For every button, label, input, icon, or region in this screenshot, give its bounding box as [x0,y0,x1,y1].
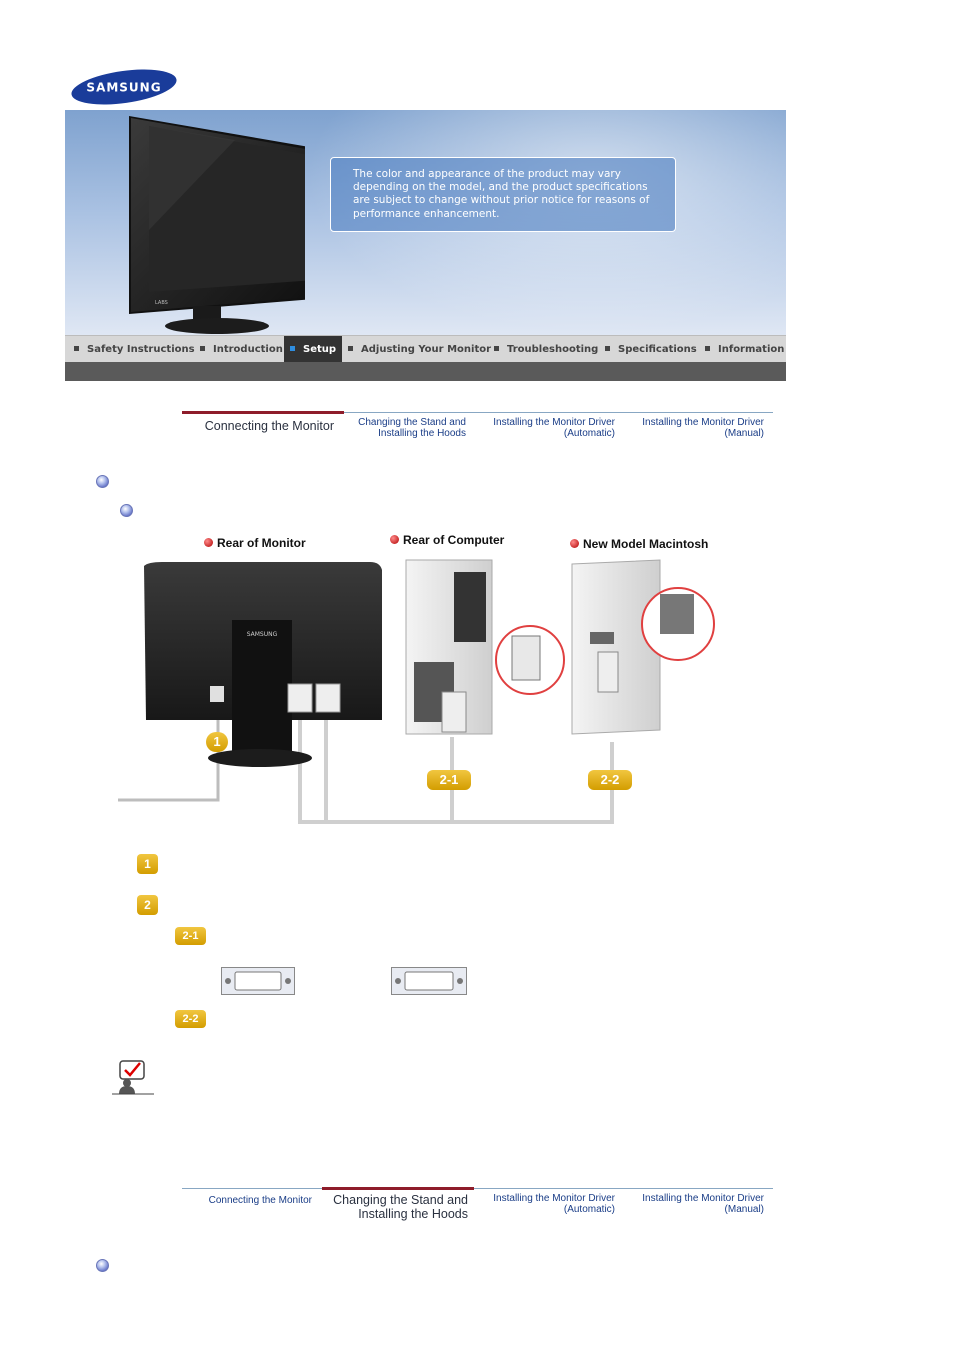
label-rear-of-computer: Rear of Computer [390,533,504,547]
nav-label: Specifications [618,344,697,355]
red-dot-icon [204,538,213,548]
label-rear-of-monitor: Rear of Monitor [204,536,306,550]
nav-information[interactable]: Information [705,336,784,363]
tab-line: Installing the Hoods [378,428,466,439]
tab-line: (Automatic) [563,1204,615,1215]
subsection-bullet-icon [120,504,133,517]
square-bullet-icon [705,345,710,351]
connection-diagram: SAMSUNG [118,559,715,824]
section-bullet-icon [96,475,109,488]
square-bullet-icon [494,345,499,351]
diagram-badge-1: 1 [206,732,228,752]
tab-connecting-monitor[interactable]: Connecting the Monitor [208,1195,312,1206]
samsung-logo: SAMSUNG [71,69,177,105]
tab-line: (Automatic) [563,428,615,439]
tab-line: (Manual) [724,428,764,439]
tab-line: (Manual) [724,1204,764,1215]
nav-label: Safety Instructions [87,344,195,355]
tab-line: Installing the Hoods [358,1207,468,1221]
step-badge-2-1: 2-1 [175,927,206,945]
nav-introduction[interactable]: Introduction [200,336,283,363]
step-badge-1: 1 [137,854,158,874]
tab-line: Changing the Stand and [358,417,466,428]
tab-line: Installing the Monitor Driver [642,1193,764,1204]
main-nav: Safety Instructions Introduction Setup A… [65,335,786,363]
nav-specifications[interactable]: Specifications [605,336,697,363]
nav-adjusting-your-monitor[interactable]: Adjusting Your Monitor [348,336,491,363]
dvi-connector-icon [391,967,467,995]
square-bullet-icon [200,345,205,351]
tab-line: Changing the Stand and [333,1193,468,1207]
step-badge-2-2: 2-2 [175,1010,206,1028]
logo-text: SAMSUNG [86,81,161,95]
nav-troubleshooting[interactable]: Troubleshooting [494,336,598,363]
notice-box: The color and appearance of the product … [330,157,676,232]
nav-label: Setup [303,344,337,355]
nav-label: Information [718,344,785,355]
square-bullet-icon [348,345,353,351]
red-dot-icon [390,535,399,545]
nav-label: Troubleshooting [507,344,599,355]
diagram-badge-2-1: 2-1 [427,770,471,790]
square-bullet-icon [74,345,79,351]
red-dot-icon [570,539,579,549]
diagram-badge-2-2: 2-2 [588,770,632,790]
tab-driver-automatic[interactable]: Installing the Monitor Driver (Automatic… [474,417,615,439]
nav-label: Adjusting Your Monitor [361,344,492,355]
section-bullet-icon [96,1259,109,1272]
stand-brand: SAMSUNG [247,631,278,638]
tab-driver-automatic[interactable]: Installing the Monitor Driver (Automatic… [474,1193,615,1215]
step-badge-2: 2 [137,895,158,915]
sub-tabs-bottom: Connecting the Monitor Changing the Stan… [182,1187,773,1228]
tab-changing-stand[interactable]: Changing the Stand and Installing the Ho… [344,417,466,439]
dvi-connector-icon [221,967,295,995]
nav-sub-bar [65,362,786,381]
nav-label: Introduction [213,344,283,355]
sub-tabs-top: Connecting the Monitor Changing the Stan… [182,411,773,452]
nav-safety-instructions[interactable]: Safety Instructions [74,336,195,363]
tab-line: Installing the Monitor Driver [642,417,764,428]
tab-driver-manual[interactable]: Installing the Monitor Driver (Manual) [623,1193,764,1215]
notice-text: The color and appearance of the product … [353,168,650,220]
tab-connecting-monitor[interactable]: Connecting the Monitor [204,419,334,433]
label-new-model-macintosh: New Model Macintosh [570,537,708,551]
monitor-badge: LABS [155,300,168,306]
tab-changing-stand[interactable]: Changing the Stand and Installing the Ho… [322,1193,468,1221]
nav-setup[interactable]: Setup [284,336,343,363]
tab-line: Installing the Monitor Driver [493,1193,615,1204]
note-icon [112,1060,154,1095]
tab-driver-manual[interactable]: Installing the Monitor Driver (Manual) [623,417,764,439]
monitor-image: LABS [129,116,305,334]
tab-line: Installing the Monitor Driver [493,417,615,428]
square-bullet-icon [605,345,610,351]
product-banner: LABS The color and appearance of the pro… [65,110,786,335]
square-bullet-icon [290,345,295,351]
